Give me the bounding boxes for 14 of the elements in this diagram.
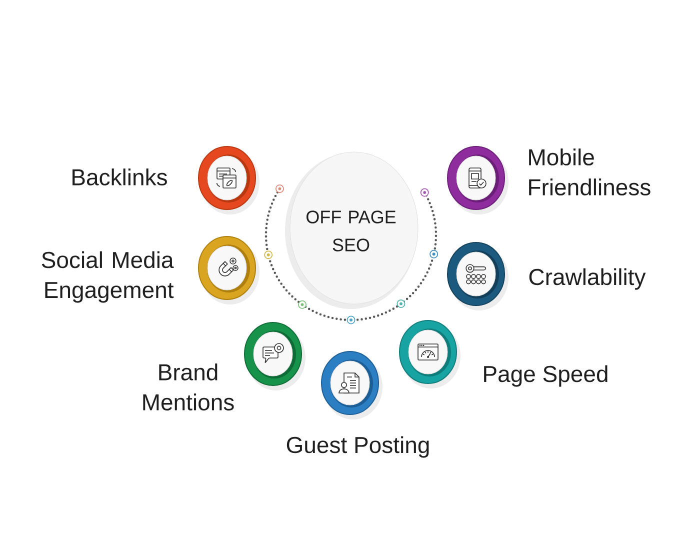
ring-circle — [447, 242, 508, 310]
ring-circle — [447, 146, 508, 214]
node-label: Brand Mentions — [143, 364, 234, 410]
node-label: Crawlability — [529, 268, 646, 290]
node-label: Guest Posting — [286, 436, 429, 458]
node-label: Social Media Engagement — [42, 251, 174, 303]
ring-circle — [399, 320, 460, 388]
node-label: Mobile Friendliness — [529, 148, 650, 196]
ring-circle — [198, 236, 260, 304]
ring-circle — [198, 146, 260, 214]
ring-circle — [244, 322, 306, 390]
ring-circle — [321, 351, 382, 420]
node-label: Page Speed — [484, 365, 608, 387]
node-label: Backlinks — [72, 168, 167, 186]
